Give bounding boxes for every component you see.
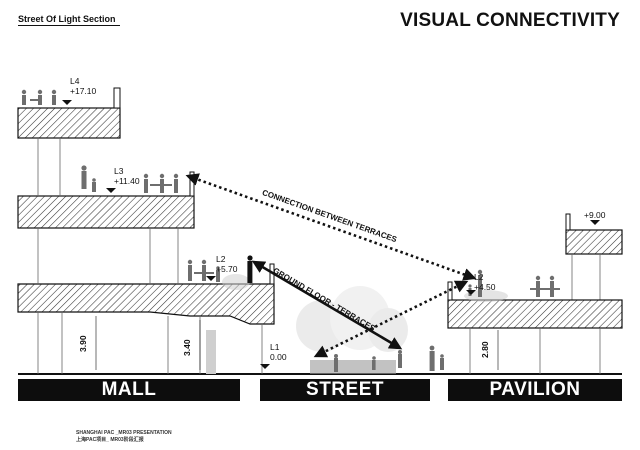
level-marker-l3 bbox=[106, 188, 116, 193]
page-title: VISUAL CONNECTIVITY bbox=[400, 10, 620, 31]
level-l1-elevation: 0.00 bbox=[270, 352, 287, 362]
level-l3-name: L3 bbox=[114, 166, 124, 176]
level-l4-elevation: +17.10 bbox=[70, 86, 97, 96]
person-dark-figure bbox=[247, 255, 253, 283]
dim-pavilion: 2.80 bbox=[480, 341, 490, 358]
dim-mall-right: 3.40 bbox=[182, 339, 192, 356]
level-marker-l2-pavilion bbox=[466, 290, 476, 295]
dim-mall-left: 3.90 bbox=[78, 335, 88, 352]
level-l2-pavilion-name: L2 bbox=[474, 272, 484, 282]
level-marker-roof bbox=[590, 220, 600, 225]
level-l1-name: L1 bbox=[270, 342, 280, 352]
zone-pavilion: PAVILION bbox=[448, 379, 622, 401]
level-marker-l2-mall bbox=[206, 276, 216, 281]
level-l2-mall-elevation: +5.70 bbox=[216, 264, 238, 274]
section-label: Street Of Light Section bbox=[18, 14, 120, 26]
level-marker-l4 bbox=[62, 100, 72, 105]
mall-slab-l3 bbox=[17, 195, 195, 229]
pavilion-slab-l2 bbox=[447, 299, 623, 329]
mall-slab-l2 bbox=[17, 283, 275, 325]
pavilion-roof-slab bbox=[565, 229, 623, 255]
pavilion-parapet-roof bbox=[565, 213, 571, 231]
zone-street: STREET bbox=[260, 379, 430, 401]
level-l2-pavilion-elevation: +4.50 bbox=[474, 282, 496, 292]
level-l2-mall-name: L2 bbox=[216, 254, 226, 264]
street-to-pavilion-arrow bbox=[313, 280, 469, 358]
level-l3-label: L3 +11.40 bbox=[114, 166, 140, 186]
pavilion-building bbox=[447, 213, 623, 374]
level-marker-l1 bbox=[260, 364, 270, 369]
level-l1-label: L1 0.00 bbox=[270, 342, 287, 362]
level-l2-pavilion-label: L2 +4.50 bbox=[474, 272, 496, 292]
footer-line-1: SHANGHAI PAC _MR03 PRESENTATION bbox=[76, 430, 172, 436]
mall-parapet-l4 bbox=[113, 87, 121, 109]
mall-building bbox=[17, 87, 275, 374]
level-roof-elevation: +9.00 bbox=[584, 210, 606, 220]
mall-slab-l4 bbox=[17, 107, 121, 139]
zone-mall: MALL bbox=[18, 379, 240, 401]
street-planting bbox=[310, 360, 396, 374]
footer-line-2: 上海PAC项目_ MR03阶段汇报 bbox=[76, 437, 144, 443]
level-l4-label: L4 +17.10 bbox=[70, 76, 96, 96]
level-l3-elevation: +11.40 bbox=[114, 176, 140, 186]
level-l2-mall-label: L2 +5.70 bbox=[216, 254, 238, 274]
level-roof-label: +9.00 bbox=[584, 210, 606, 220]
level-l4-name: L4 bbox=[70, 76, 80, 86]
connection-terraces-arrow bbox=[185, 173, 477, 281]
